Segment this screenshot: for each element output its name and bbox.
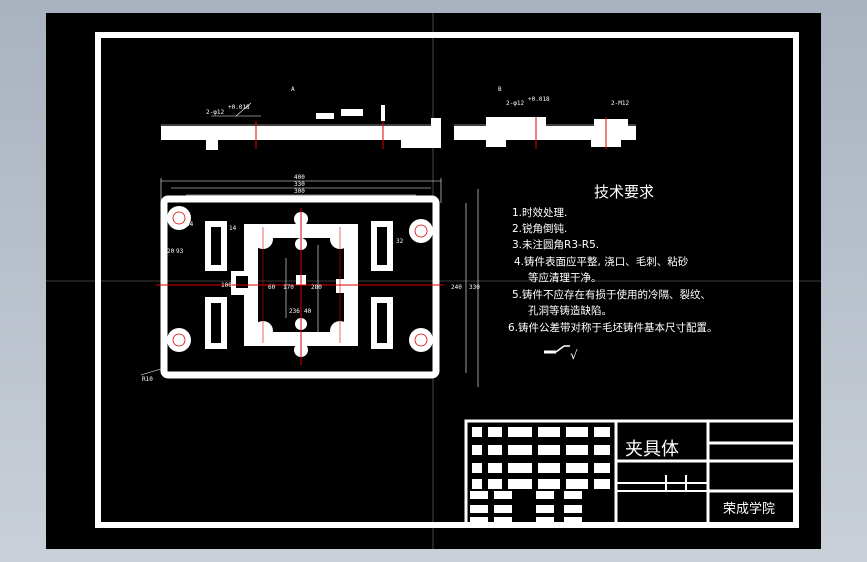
dim-radius: R10 xyxy=(142,376,153,383)
title-block-cell xyxy=(470,517,488,525)
title-block-cell xyxy=(488,427,502,437)
title-block-cell xyxy=(494,517,512,525)
title-block-cell xyxy=(564,505,582,513)
dim-width-2: 330 xyxy=(294,181,305,188)
title-block-cell xyxy=(538,445,560,455)
title-block-cell xyxy=(564,517,582,525)
title-block-cell xyxy=(538,463,560,473)
cad-viewport[interactable]: 2-φ12 +0.018 A 2-φ12 +0.018 2-M12 B 400 … xyxy=(46,13,821,549)
tech-req-6: 6.铸件公差带对称于毛坯铸件基本尺寸配置。 xyxy=(508,321,718,334)
title-block-cell xyxy=(566,479,588,489)
title-block-cell xyxy=(566,445,588,455)
tech-req-2: 2.锐角倒钝. xyxy=(512,222,567,235)
title-block-cell xyxy=(508,463,532,473)
tech-req-4b: 等应清理干净。 xyxy=(528,271,602,284)
title-block-cell xyxy=(472,445,482,455)
dim-20: 20 xyxy=(167,248,175,255)
title-block-cell xyxy=(488,445,502,455)
title-block-cell xyxy=(564,491,582,499)
dim-236: 236 xyxy=(289,308,300,315)
title-block-cell xyxy=(472,427,482,437)
title-block-grid xyxy=(470,427,610,525)
title-block-cell xyxy=(508,445,532,455)
dim-height-1: 240 xyxy=(451,284,462,291)
right-tol-value: +0.018 xyxy=(528,96,550,103)
section-b-label: B xyxy=(498,86,502,93)
section-view-left: 2-φ12 +0.018 A xyxy=(161,86,441,150)
title-block-cell xyxy=(594,445,610,455)
school-name: 荣成学院 xyxy=(723,501,775,517)
dim-280: 280 xyxy=(311,284,322,291)
dim-60: 60 xyxy=(268,284,276,291)
title-block-cell xyxy=(538,479,560,489)
title-block-cell xyxy=(566,427,588,437)
title-block xyxy=(464,419,798,527)
tech-req-5: 5.铸件不应存在有损于使用的冷隔、裂纹、 xyxy=(512,288,711,301)
title-block-cell xyxy=(536,517,554,525)
title-block-cell xyxy=(536,491,554,499)
title-block-cell xyxy=(538,427,560,437)
dim-height-2: 330 xyxy=(469,284,480,291)
roughness-mark: √ xyxy=(570,348,578,362)
title-block-cell xyxy=(470,505,488,513)
title-block-cell xyxy=(508,427,532,437)
title-block-cell xyxy=(566,463,588,473)
tech-req-3: 3.未注圆角R3-R5. xyxy=(512,238,599,251)
plan-view: 400 330 300 260 240 330 xyxy=(140,174,480,387)
right-hole-label: 2-M12 xyxy=(611,100,629,107)
right-tol-label: 2-φ12 xyxy=(506,100,524,107)
title-block-cell xyxy=(472,479,482,489)
section-view-right: 2-φ12 +0.018 2-M12 B xyxy=(454,86,636,149)
left-tol-label: 2-φ12 xyxy=(206,109,224,116)
title-block-cell xyxy=(594,463,610,473)
dim-54: 54 xyxy=(186,221,194,228)
tech-req-title: 技术要求 xyxy=(594,183,654,201)
title-block-cell xyxy=(594,427,610,437)
title-block-cell xyxy=(470,491,488,499)
dim-170: 170 xyxy=(283,284,294,291)
title-block-cell xyxy=(494,505,512,513)
title-block-cell xyxy=(494,491,512,499)
dim-14: 14 xyxy=(229,225,237,232)
drawing-frame xyxy=(95,32,799,528)
drawing-canvas: 2-φ12 +0.018 A 2-φ12 +0.018 2-M12 B 400 … xyxy=(46,13,821,549)
title-block-cell xyxy=(488,479,502,489)
title-block-cell xyxy=(472,463,482,473)
tech-req-4: 4.铸件表面应平整, 浇口、毛刺、粘砂 xyxy=(514,255,689,268)
section-a-label: A xyxy=(291,86,295,93)
title-block-cell xyxy=(508,479,532,489)
dim-40: 40 xyxy=(304,308,312,315)
title-block-cell xyxy=(594,479,610,489)
part-name: 夹具体 xyxy=(625,439,679,460)
left-tol-value: +0.018 xyxy=(228,104,250,111)
tech-req-5b: 孔洞等铸造缺陷。 xyxy=(528,304,612,317)
dim-width-3: 300 xyxy=(294,188,305,195)
dim-overall-width: 400 xyxy=(294,174,305,181)
tech-requirements: 技术要求 1.时效处理. 2.锐角倒钝. 3.未注圆角R3-R5. 4.铸件表面… xyxy=(508,183,718,362)
title-block-cell xyxy=(488,463,502,473)
title-block-cell xyxy=(536,505,554,513)
tech-req-1: 1.时效处理. xyxy=(512,206,567,219)
dim-100: 100 xyxy=(221,282,232,289)
dim-32: 32 xyxy=(396,238,404,245)
dim-93: 93 xyxy=(176,248,184,255)
